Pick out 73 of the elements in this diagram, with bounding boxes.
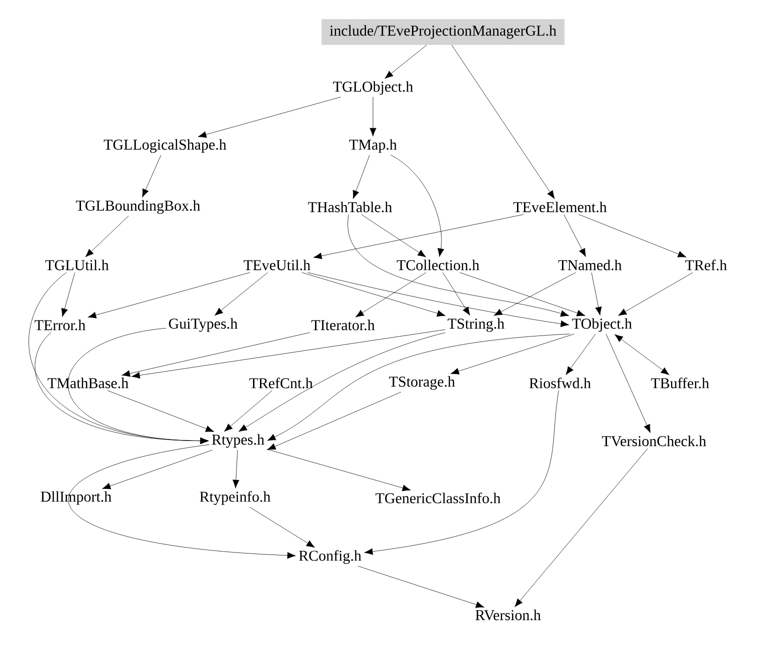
file-name: TGLBoundingBox.h bbox=[76, 200, 200, 214]
arrow bbox=[88, 272, 250, 318]
arrow bbox=[494, 272, 576, 316]
arrow bbox=[131, 329, 446, 379]
arrow bbox=[238, 332, 446, 432]
file-name: TGLObject.h bbox=[333, 81, 413, 95]
arrow bbox=[390, 154, 444, 257]
file-name: GuiTypes.h bbox=[168, 318, 238, 332]
arrow bbox=[68, 328, 209, 444]
arrow bbox=[102, 450, 213, 490]
arrow bbox=[591, 272, 602, 316]
arrow bbox=[384, 44, 427, 79]
arrow bbox=[370, 96, 376, 136]
file-name: RConfig.h bbox=[298, 550, 362, 564]
arrow bbox=[214, 272, 268, 316]
arrow bbox=[358, 566, 484, 608]
file-name: TObject.h bbox=[572, 318, 632, 332]
arrow bbox=[267, 334, 570, 441]
arrow bbox=[514, 448, 648, 608]
arrow bbox=[266, 448, 411, 492]
arrow bbox=[348, 214, 570, 317]
file-name: TNamed.h bbox=[558, 260, 622, 270]
arrow bbox=[618, 272, 694, 316]
arrow bbox=[307, 272, 570, 328]
file-name: DllImport.h bbox=[40, 491, 112, 505]
arrow bbox=[578, 214, 686, 258]
arrow bbox=[85, 216, 129, 258]
arrow bbox=[364, 390, 559, 555]
arrow bbox=[249, 506, 315, 548]
file-name: Riosfwd.h bbox=[529, 378, 591, 388]
arrow bbox=[566, 334, 596, 375]
file-name: TEveElement.h bbox=[513, 202, 607, 212]
arrow bbox=[614, 334, 670, 376]
file-name: RVersion.h bbox=[476, 610, 541, 620]
arrow bbox=[232, 450, 240, 488]
file-name: TGenericClassInfo.h bbox=[376, 492, 500, 504]
arrow bbox=[355, 272, 426, 318]
arrow bbox=[267, 392, 402, 450]
file-name: TVersionCheck.h bbox=[602, 436, 706, 446]
file-name: Rtypes.h bbox=[212, 434, 264, 448]
file-name: TBuffer.h bbox=[651, 378, 710, 388]
arrow bbox=[452, 44, 555, 200]
arrow bbox=[352, 154, 370, 199]
arrow bbox=[142, 154, 162, 198]
file-name: TCollection.h bbox=[396, 260, 480, 270]
arrow bbox=[69, 444, 296, 559]
file-name: TEveUtil.h bbox=[244, 260, 310, 270]
file-name: TGLUtil.h bbox=[45, 260, 109, 270]
file-box: include/TEveProjectionManagerGL.h bbox=[322, 19, 564, 45]
arrow bbox=[198, 96, 341, 138]
arrow bbox=[564, 214, 586, 257]
file-name: TMap.h bbox=[349, 139, 397, 153]
file-name: TMathBase.h bbox=[48, 378, 128, 388]
arrow bbox=[606, 334, 651, 433]
arrow bbox=[224, 390, 272, 432]
arrow bbox=[61, 272, 76, 317]
arrow bbox=[450, 334, 574, 374]
arrow bbox=[361, 214, 426, 258]
arrow bbox=[122, 332, 310, 377]
file-name: TString.h bbox=[448, 318, 504, 332]
file-name: Rtypeinfo.h bbox=[200, 491, 270, 505]
file-name: TStorage.h bbox=[389, 376, 455, 390]
arrow bbox=[313, 214, 524, 260]
arrow bbox=[460, 272, 586, 316]
arrow bbox=[302, 272, 446, 317]
file-name: TGLLogicalShape.h bbox=[104, 139, 226, 153]
arrow bbox=[107, 390, 214, 432]
file-name: TIterator.h bbox=[311, 320, 375, 330]
file-name: TRef.h bbox=[685, 260, 727, 270]
file-name: THashTable.h bbox=[308, 202, 392, 212]
arrow bbox=[442, 272, 470, 316]
file-name: TError.h bbox=[34, 320, 86, 330]
file-name: TRefCnt.h bbox=[249, 378, 313, 388]
